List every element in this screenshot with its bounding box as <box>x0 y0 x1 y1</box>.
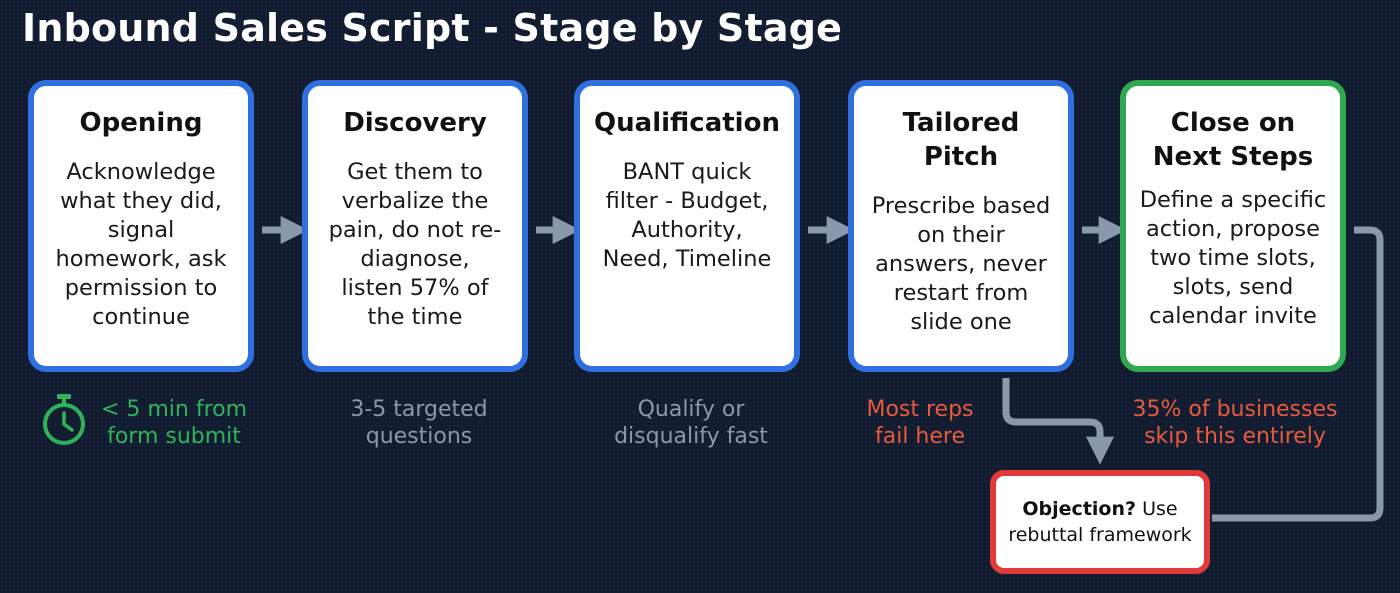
stage-description: Acknowledge what they did, signal homewo… <box>55 159 227 330</box>
objection-box: Objection? Use rebuttal framework <box>990 470 1210 574</box>
stage-description: Define a specific action, propose two ti… <box>1139 187 1327 329</box>
caption-close-next-steps: 35% of businesses skip this entirely <box>1132 397 1338 449</box>
stage-title: Close on Next Steps <box>1152 108 1314 172</box>
stopwatch-icon <box>43 394 85 445</box>
stage-tailored-pitch: Tailored Pitch Prescribe based on their … <box>848 80 1074 372</box>
stage-title: Opening <box>79 108 203 138</box>
stage-discovery: Discovery Get them to verbalize the pain… <box>302 80 528 372</box>
objection-framework: rebuttal framework <box>1008 524 1192 546</box>
stage-description: Prescribe based on their answers, never … <box>871 193 1051 335</box>
caption-qualification: Qualify or disqualify fast <box>614 397 768 449</box>
objection-use: Use <box>1136 498 1178 520</box>
arrow-pitch-to-objection <box>1002 378 1114 465</box>
page-title: Inbound Sales Script - Stage by Stage <box>22 6 843 50</box>
stage-title: Qualification <box>594 108 780 138</box>
connector-objection-to-close <box>1212 226 1384 522</box>
caption-discovery: 3-5 targeted questions <box>350 397 488 449</box>
stage-description: Get them to verbalize the pain, do not r… <box>328 159 502 330</box>
stage-description: BANT quick filter - Budget, Authority, N… <box>602 159 772 272</box>
caption-opening: < 5 min from form submit <box>100 397 248 449</box>
stage-title: Tailored Pitch <box>902 108 1020 172</box>
stage-close-next-steps: Close on Next Steps Define a specific ac… <box>1120 80 1346 372</box>
stage-title: Discovery <box>343 108 487 138</box>
stage-qualification: Qualification BANT quick filter - Budget… <box>574 80 800 372</box>
stage-opening: Opening Acknowledge what they did, signa… <box>28 80 254 372</box>
caption-tailored-pitch: Most reps fail here <box>866 397 974 449</box>
objection-label: Objection? <box>1022 498 1137 520</box>
